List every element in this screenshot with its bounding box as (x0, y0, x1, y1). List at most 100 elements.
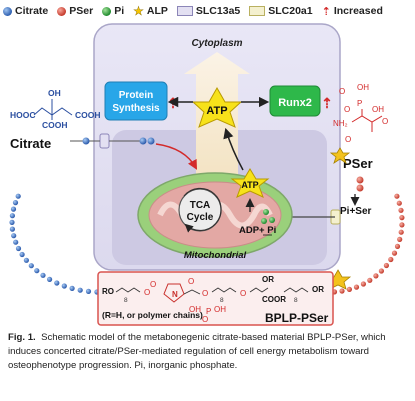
caption-label: Fig. 1. (8, 332, 36, 343)
adp-pi-label: ADP+ Pi (239, 225, 276, 236)
legend-slc13a5-label: SLC13a5 (195, 5, 241, 17)
pser-arc-dot-18 (399, 215, 405, 221)
citrate-arc-dot-5 (77, 287, 83, 293)
svg-text:NH₂: NH₂ (333, 119, 348, 128)
protein-synthesis-box (104, 81, 168, 121)
protein-synthesis-line2: Synthesis (112, 103, 160, 114)
polymer-note: (R=H, or polymer chains) (102, 310, 203, 320)
legend-alp-label: ALP (146, 5, 168, 17)
atp-mito-label: ATP (241, 180, 258, 190)
citrate-inside-dot-b (147, 137, 155, 145)
citrate-arc-dot-23 (15, 193, 21, 199)
svg-text:HOOC: HOOC (10, 110, 36, 120)
metabolism-diagram: Cytoplasm Protein Synthesis ⇡ ATP Runx2 … (9, 23, 405, 326)
citrate-arc-dot-4 (85, 288, 92, 294)
pser-arc-dot-9 (373, 273, 379, 279)
citrate-to-tca-arrow (155, 143, 198, 170)
svg-text:COOH: COOH (75, 110, 101, 120)
legend-pser: PSer (57, 5, 93, 17)
citrate-inside-dot-a (139, 137, 147, 145)
citrate-arc-dot-9 (47, 276, 53, 282)
atp-mito-star-icon (230, 168, 270, 198)
citrate-entry-dot (82, 137, 90, 145)
slc20a1-transporter-icon (249, 6, 266, 16)
citrate-arc-dot-19 (9, 219, 15, 225)
pser-arc-dot-15 (397, 236, 403, 242)
pi-ser-label: Pi+Ser (340, 206, 372, 217)
citrate-arc-dot-21 (10, 206, 17, 212)
svg-text:OR: OR (312, 285, 324, 294)
svg-text:O: O (339, 87, 345, 96)
tca-label-line2: Cycle (187, 212, 214, 223)
svg-text:O: O (344, 105, 350, 114)
citrate-label: Citrate (10, 136, 51, 151)
legend-pi-label: Pi (114, 5, 125, 17)
svg-text:8: 8 (124, 297, 128, 304)
pser-label: PSer (343, 156, 373, 171)
pser-arc-dot-14 (394, 243, 401, 249)
polymer-name: BPLP-PSer (265, 311, 329, 325)
pser-arc-dot-10 (378, 268, 384, 274)
svg-text:O: O (188, 277, 194, 286)
slc13a5-transporter (99, 133, 110, 149)
legend-pi: Pi (102, 5, 124, 17)
legend-slc13a5: SLC13a5 (176, 5, 241, 17)
pi-dot-icon (102, 6, 112, 16)
runx2-label: Runx2 (278, 97, 312, 109)
caption-text: Schematic model of the metabonegenic cit… (8, 332, 386, 371)
pser-arc-dot-16 (398, 229, 404, 235)
svg-text:O: O (202, 289, 208, 298)
svg-text:COOR: COOR (262, 295, 286, 304)
svg-text:P: P (357, 99, 362, 108)
svg-text:OH: OH (372, 105, 384, 114)
pser-arc-dot-4 (339, 288, 345, 294)
citrate-arc-dot-17 (11, 233, 17, 239)
legend-slc20a1: SLC20a1 (249, 5, 313, 17)
citrate-arc-dot-7 (61, 283, 67, 289)
pser-formula: O OH P OH O O O NH₂ (333, 83, 388, 144)
citrate-arc-dot-14 (19, 251, 25, 258)
tca-cycle-arrow-icon (183, 187, 222, 233)
citrate-arc-dot-18 (9, 226, 15, 232)
mitochondrial-label: Mitochondrial (184, 250, 247, 261)
polymer-structure: RO 8 O O N O O OH P OH O 8 O OR COOR 8 O… (102, 275, 324, 324)
legend-increased-label: Increased (333, 5, 383, 17)
citrate-arc-dot-16 (13, 239, 19, 245)
atp-center-label: ATP (206, 105, 227, 117)
citrate-arc-dot-8 (54, 280, 60, 286)
mito-atp-to-cytoplasm-arrow (223, 127, 244, 171)
runx2-box (269, 85, 321, 117)
protein-synthesis-line1: Protein (119, 90, 153, 101)
atp-star-icon (191, 86, 243, 128)
figure-caption: Fig. 1. Schematic model of the metaboneg… (8, 331, 408, 373)
pser-arc-dot-13 (391, 250, 398, 256)
svg-text:OH: OH (214, 305, 226, 314)
cytoplasm-label: Cytoplasm (191, 38, 242, 49)
bplp-pser-box (97, 271, 334, 326)
legend-slc20a1-label: SLC20a1 (268, 5, 313, 17)
runx2-increased-icon: ⇡ (321, 95, 333, 111)
pser-arc-dot-19 (398, 207, 404, 213)
svg-text:COOH: COOH (42, 120, 68, 130)
svg-text:O: O (144, 288, 150, 297)
citrate-arc-dot-22 (12, 200, 19, 206)
citrate-arc-dot-11 (34, 268, 40, 274)
alp-star-icon-b (329, 147, 351, 164)
tca-label-line1: TCA (190, 200, 211, 211)
svg-text:8: 8 (294, 297, 298, 304)
pi-dot-a (263, 209, 269, 215)
pser-arc-dot-12 (388, 256, 394, 263)
pser-arc-dot-11 (383, 262, 389, 269)
pser-entry-dot-b (356, 184, 364, 192)
pser-arc-dot-6 (353, 284, 360, 290)
svg-text:O: O (345, 135, 351, 144)
pser-dot-icon (57, 6, 67, 16)
legend: Citrate PSer Pi ★ALP SLC13a5 SLC20a1 ⇡In… (0, 0, 415, 22)
pser-arc-dot-20 (396, 200, 402, 206)
svg-text:8: 8 (220, 297, 224, 304)
pser-entry-dot-a (356, 176, 364, 184)
pi-dot-c (269, 217, 275, 223)
citrate-arc-dot-13 (23, 257, 29, 263)
pser-arc-dot-21 (394, 193, 400, 199)
pser-arc-dot-5 (346, 286, 352, 292)
